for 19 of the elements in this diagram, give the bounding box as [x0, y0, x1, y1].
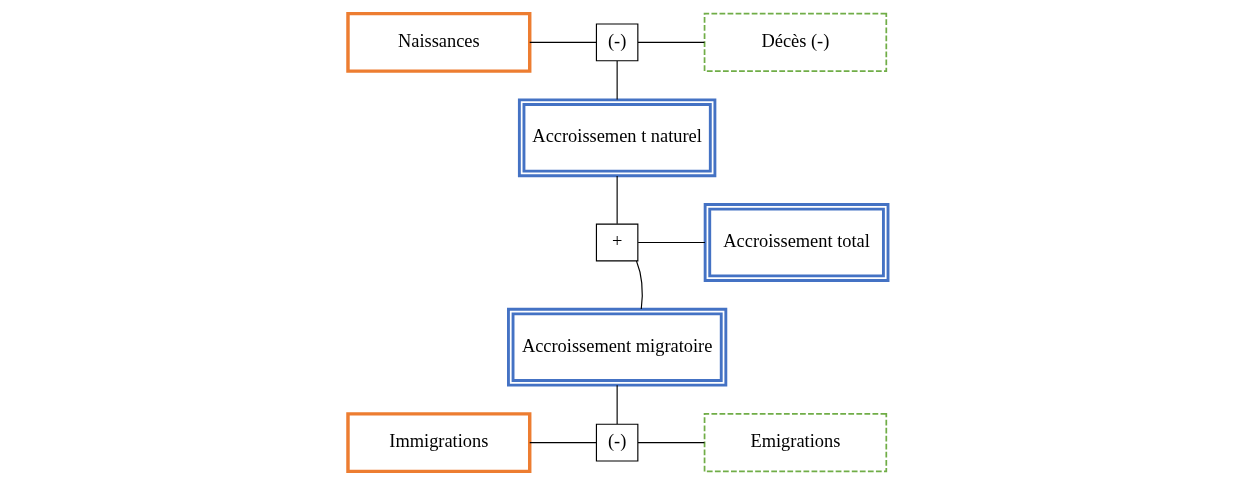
node-box: Décès (-) [703, 12, 887, 72]
node-box: Accroissement total [703, 202, 889, 282]
connector [616, 59, 618, 100]
connector [636, 441, 705, 443]
node-box: Accroissement migratoire [506, 307, 727, 387]
connector [528, 41, 597, 43]
node-box: Immigrations [345, 411, 531, 473]
node-box: Emigrations [703, 412, 887, 472]
node-box: Naissances [345, 11, 531, 73]
connector [635, 259, 643, 310]
connector [637, 241, 706, 243]
connector [616, 384, 618, 425]
connector [616, 174, 618, 224]
node-box: + [595, 223, 638, 261]
node-box: (-) [595, 423, 638, 462]
connector [528, 441, 597, 443]
node-box: (-) [595, 22, 638, 61]
node-box: Accroissemen t naturel [517, 97, 716, 177]
connector [636, 41, 705, 43]
